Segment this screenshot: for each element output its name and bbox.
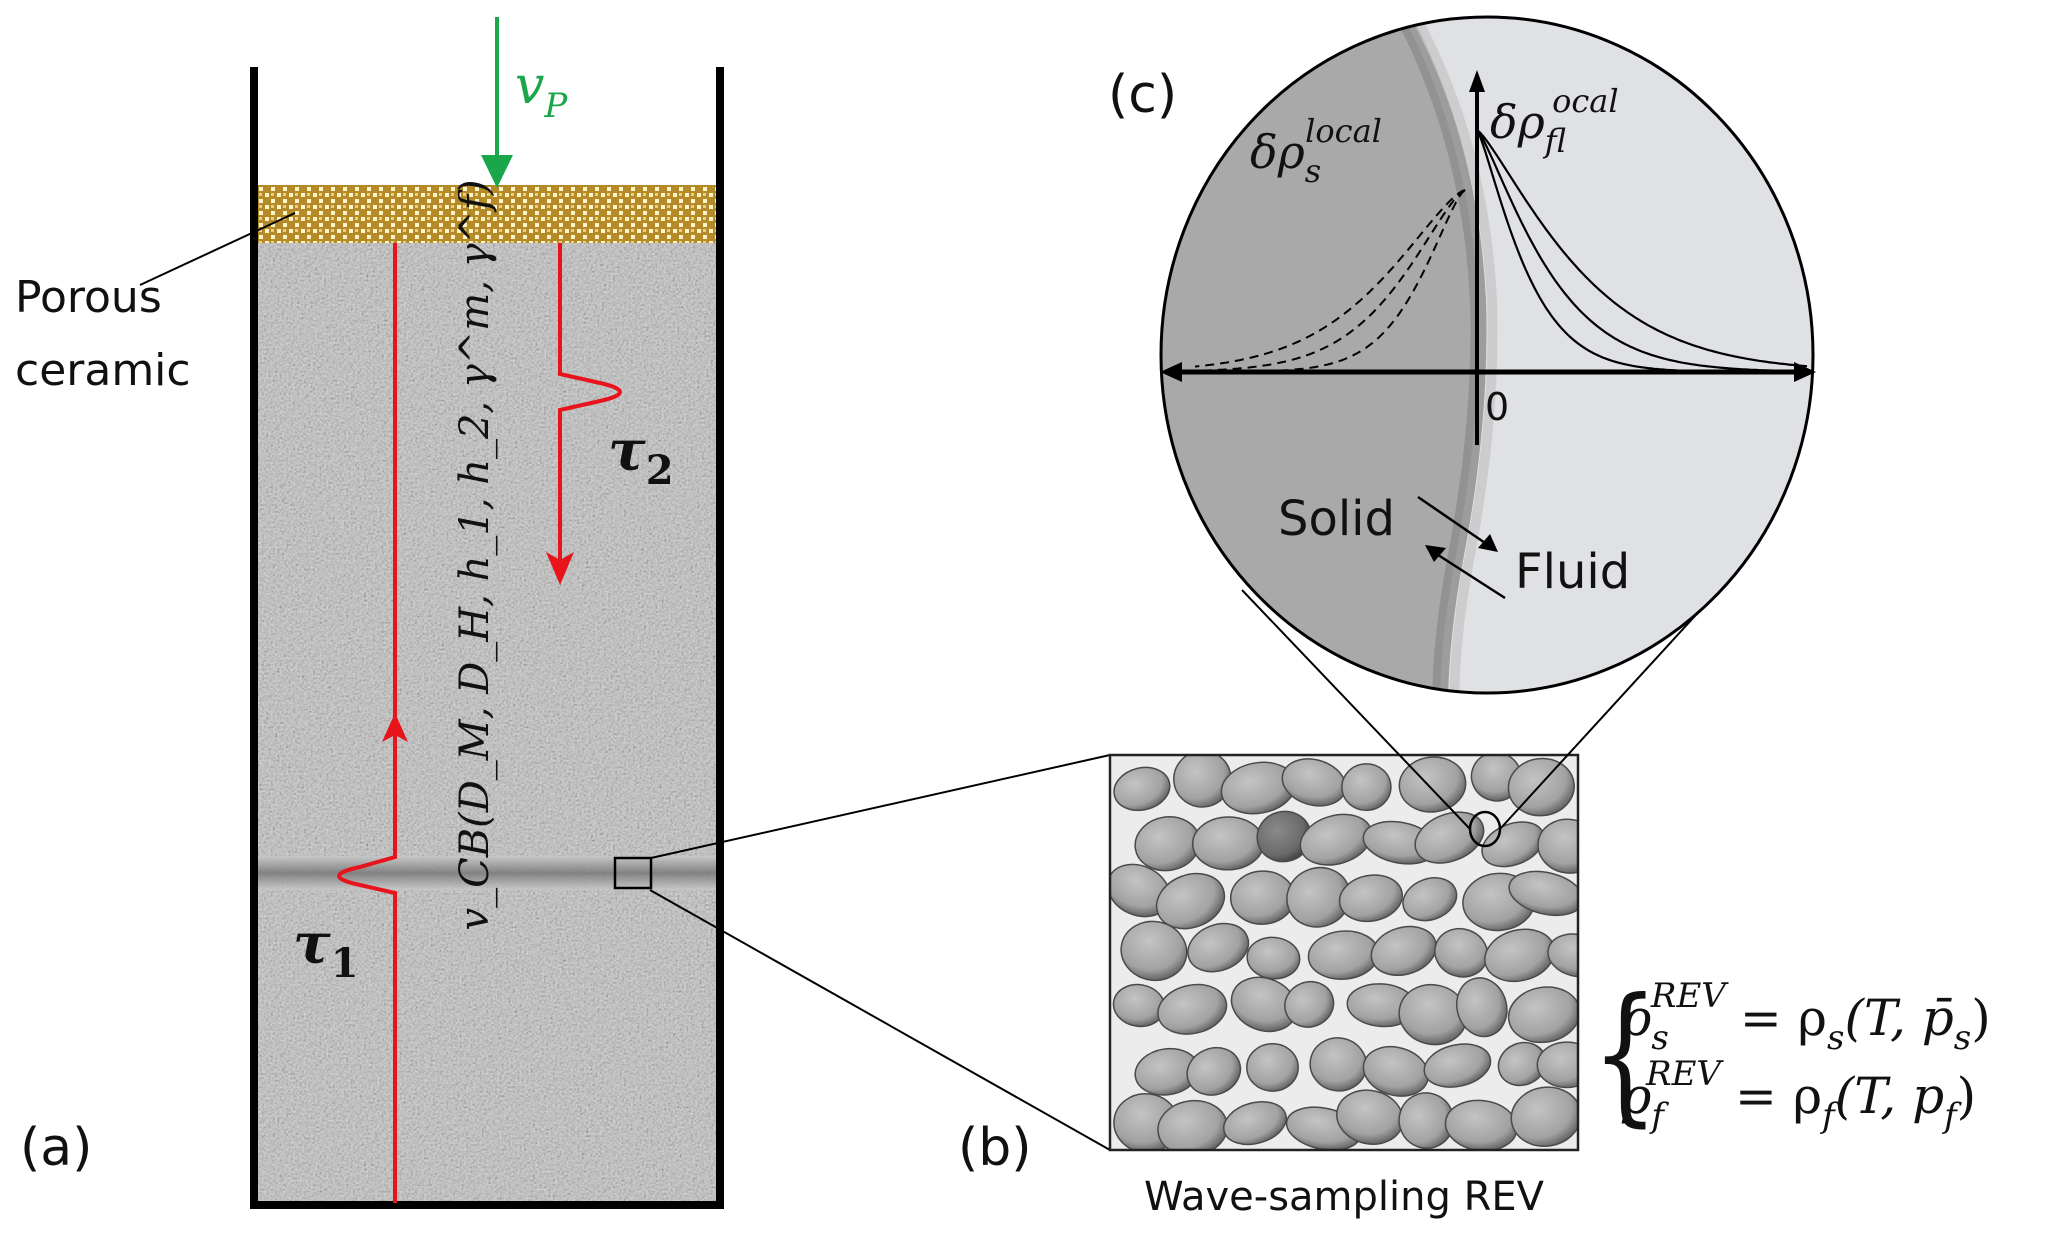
- origin-label: 0: [1485, 385, 1509, 429]
- porous-ceramic-layer: [258, 185, 716, 243]
- wave1-up-arrow: [382, 713, 408, 742]
- grain: [1187, 922, 1250, 973]
- solid-density-curve: [1194, 189, 1466, 372]
- solid-label: Solid: [1278, 491, 1395, 547]
- grain: [1537, 818, 1578, 874]
- grain: [1155, 872, 1226, 930]
- rev-panel: Wave-sampling REV { ρsREV= ρs(T, p̄s) ρf…: [1108, 753, 1991, 1220]
- fluid-to-solid-arrowhead: [1425, 545, 1446, 562]
- ceramic-leader-line: [139, 212, 296, 286]
- grain: [1402, 877, 1458, 922]
- grain: [1246, 1042, 1299, 1092]
- zoom-line-bc-left: [1241, 589, 1471, 830]
- solid-density-curve: [1194, 189, 1466, 368]
- fluid-density-curve: [1476, 129, 1807, 374]
- granular-medium: [258, 243, 716, 1203]
- ceramic-label-line2: ceramic: [15, 345, 191, 396]
- piston-velocity-label: vP: [515, 56, 568, 126]
- fluid-density-curve: [1476, 129, 1808, 368]
- grain: [1455, 977, 1508, 1038]
- grain: [1547, 933, 1578, 978]
- solid-density-curve: [1194, 189, 1466, 373]
- column-panel: Porous ceramic vP τ1 τ2 v_CB(D_M, D_H, h…: [15, 17, 724, 1209]
- zoom-line-ab-bottom: [649, 889, 1111, 1151]
- pulse1-label: τ1: [293, 911, 359, 987]
- wave2-down-arrow: [546, 552, 574, 585]
- equation-solid: ρsREV= ρs(T, p̄s): [1621, 976, 1991, 1058]
- grain: [1508, 870, 1578, 917]
- fluid-label: Fluid: [1515, 544, 1630, 600]
- rev-frame: [1108, 753, 1580, 1152]
- solid-density-label: δρslocal: [1250, 112, 1382, 190]
- grain: [1423, 1043, 1492, 1088]
- grain: [1284, 980, 1335, 1028]
- interface-highlight: [1407, 17, 1498, 693]
- equation-fluid: ρfREV= ρf(T, pf): [1621, 1054, 1976, 1136]
- grain: [1507, 986, 1578, 1044]
- solid-region: [1161, 17, 1479, 693]
- panel-label-b: (b): [958, 1118, 1032, 1178]
- solid-to-fluid-arrow: [1417, 495, 1489, 547]
- wave-velocity-label: v_CB(D_M, D_H, h_1, h_2, γ^m, γ^f): [452, 180, 498, 931]
- grain: [1186, 1046, 1242, 1096]
- x-axis-left-arrow: [1160, 362, 1182, 382]
- grain: [1191, 816, 1265, 871]
- grain: [1120, 920, 1188, 982]
- compressed-band: [258, 856, 716, 890]
- grain: [1223, 1101, 1287, 1146]
- zoom-line-ab-top: [650, 754, 1111, 859]
- rev-equations: { ρsREV= ρs(T, p̄s) ρfREV= ρf(T, pf): [1592, 966, 1991, 1141]
- zoom-panel: 0 δρslocal δρflocal Solid Fluid: [1159, 15, 1816, 695]
- rev-sampling-square[interactable]: [613, 856, 653, 890]
- y-axis-arrow: [1469, 70, 1485, 92]
- grain: [1536, 1041, 1578, 1089]
- grain: [1246, 936, 1301, 980]
- equation-brace: {: [1592, 966, 1659, 1141]
- wave2-trace: [558, 243, 622, 570]
- grain: [1338, 874, 1403, 923]
- pulse2-label: τ2: [608, 418, 674, 494]
- grain: [1398, 756, 1467, 813]
- grain: [1370, 925, 1437, 976]
- grain: [1157, 983, 1228, 1035]
- fluid-density-label: δρflocal: [1490, 82, 1619, 160]
- grain: [1341, 763, 1392, 812]
- ceramic-label-line1: Porous: [15, 272, 162, 323]
- zoom-circle-outline: [1159, 15, 1815, 695]
- density-curves: [1194, 129, 1808, 374]
- rev-grains: [1110, 755, 1578, 1150]
- zoom-line-bc-right: [1499, 604, 1706, 830]
- panel-label-c: (c): [1108, 65, 1177, 125]
- rev-caption: Wave-sampling REV: [1144, 1174, 1545, 1220]
- piston-arrow-head: [481, 155, 513, 188]
- grain: [1113, 766, 1171, 812]
- panel-label-a: (a): [20, 1118, 92, 1178]
- grain: [1510, 1086, 1578, 1147]
- solid-to-fluid-arrowhead: [1478, 534, 1498, 552]
- fluid-to-solid-arrow: [1434, 551, 1506, 600]
- wave1-trace: [337, 243, 397, 1203]
- fluid-density-curve: [1476, 129, 1807, 373]
